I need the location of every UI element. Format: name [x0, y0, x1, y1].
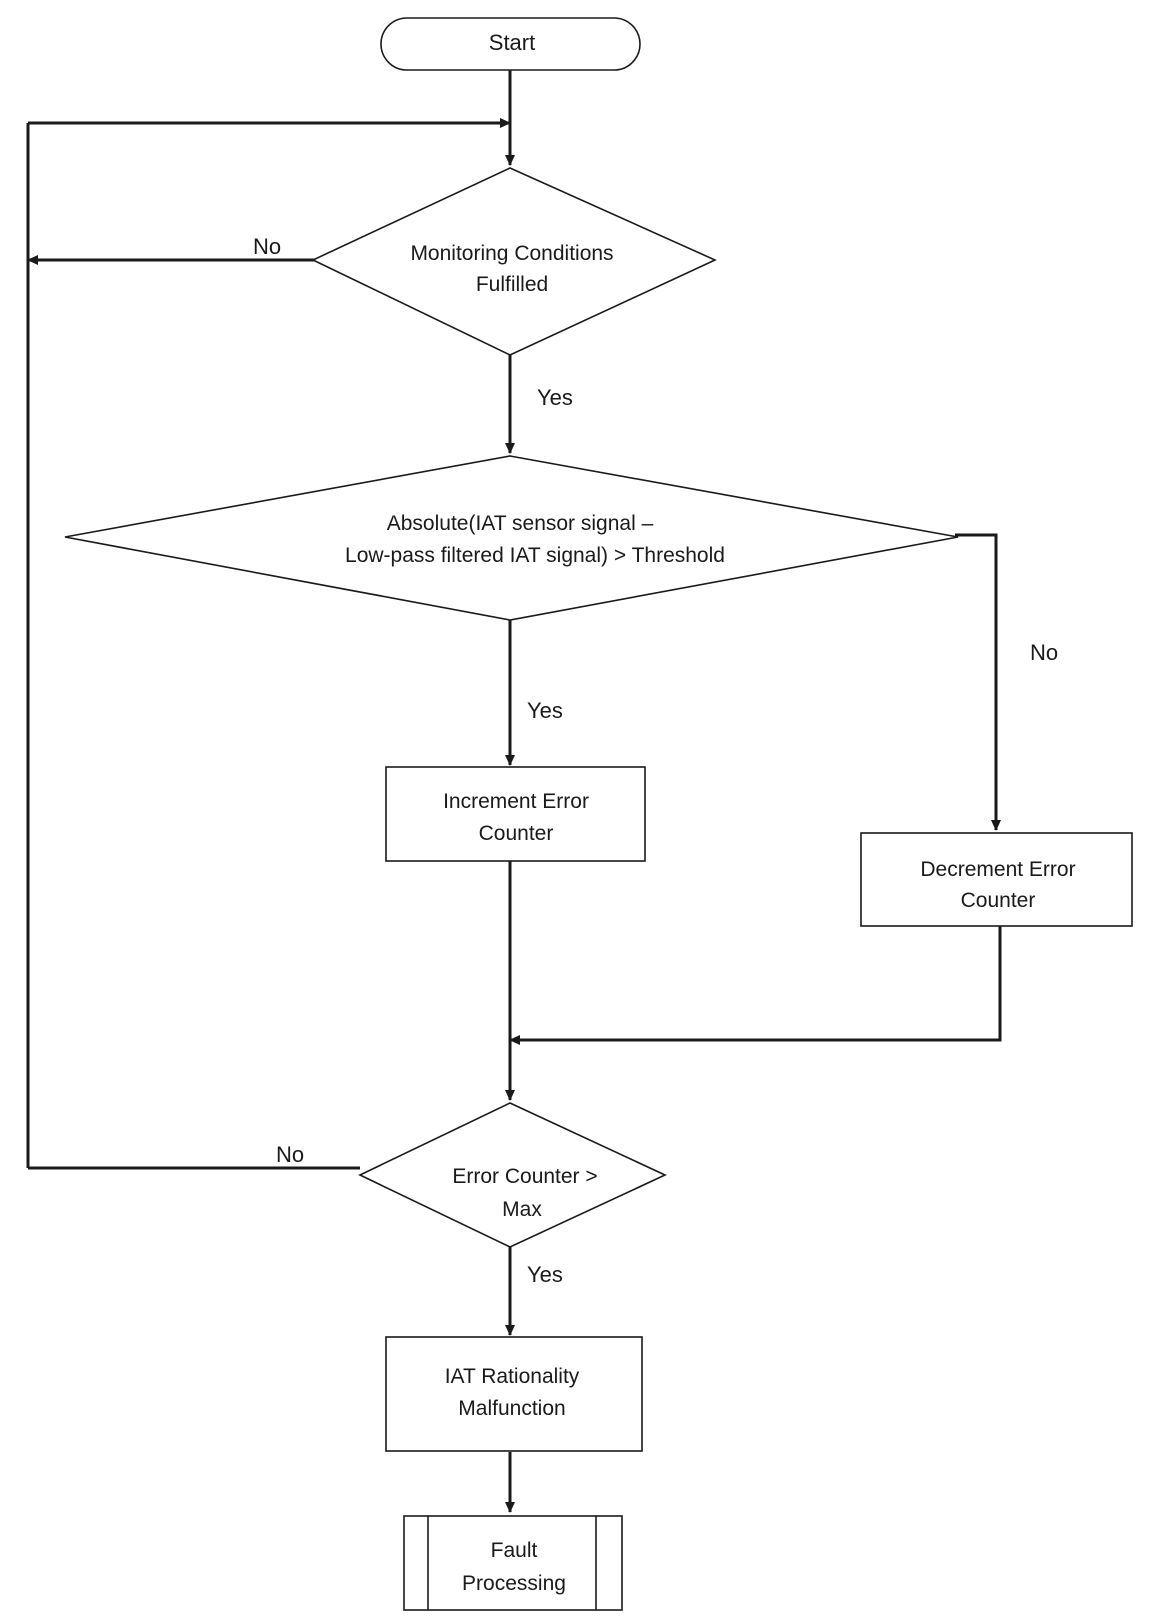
- increment-label-line2: Counter: [479, 822, 554, 845]
- monitoring-label-line1: Monitoring Conditions: [410, 242, 613, 265]
- start-node: Start: [380, 17, 641, 71]
- start-label: Start: [489, 30, 535, 55]
- error-no-label: No: [276, 1142, 304, 1167]
- arrow-absolute-no: [955, 533, 1001, 831]
- error-yes-label: Yes: [527, 1262, 563, 1287]
- arrow-decrement-join: [509, 924, 1002, 1045]
- fault-processing-box: Fault Processing: [403, 1515, 623, 1611]
- decrement-label-line2: Counter: [961, 889, 1036, 912]
- malfunction-label-line1: IAT Rationality: [445, 1365, 580, 1388]
- absolute-yes-label: Yes: [527, 698, 563, 723]
- connectors: [26, 70, 1002, 1513]
- error-counter-label-line1: Error Counter >: [452, 1165, 597, 1188]
- absolute-label-line1: Absolute(IAT sensor signal –: [387, 512, 654, 535]
- absolute-label-line2: Low-pass filtered IAT signal) > Threshol…: [345, 544, 725, 567]
- fault-label-line1: Fault: [491, 1539, 538, 1562]
- error-counter-decision: Error Counter > Max: [358, 1102, 667, 1248]
- monitoring-decision: Monitoring Conditions Fulfilled: [311, 167, 717, 356]
- absolute-no-label: No: [1030, 640, 1058, 665]
- malfunction-box: IAT Rationality Malfunction: [385, 1336, 643, 1452]
- error-counter-label-line2: Max: [502, 1198, 542, 1221]
- fault-label-line2: Processing: [462, 1572, 566, 1595]
- decrement-box: Decrement Error Counter: [860, 832, 1133, 927]
- monitoring-no-label: No: [253, 234, 281, 259]
- increment-box: Increment Error Counter: [385, 766, 646, 862]
- monitoring-yes-label: Yes: [537, 385, 573, 410]
- monitoring-label-line2: Fulfilled: [476, 273, 548, 296]
- decrement-label-line1: Decrement Error: [920, 858, 1075, 881]
- increment-label-line1: Increment Error: [443, 790, 589, 813]
- malfunction-label-line2: Malfunction: [458, 1397, 565, 1420]
- absolute-decision: Absolute(IAT sensor signal – Low-pass fi…: [64, 455, 959, 621]
